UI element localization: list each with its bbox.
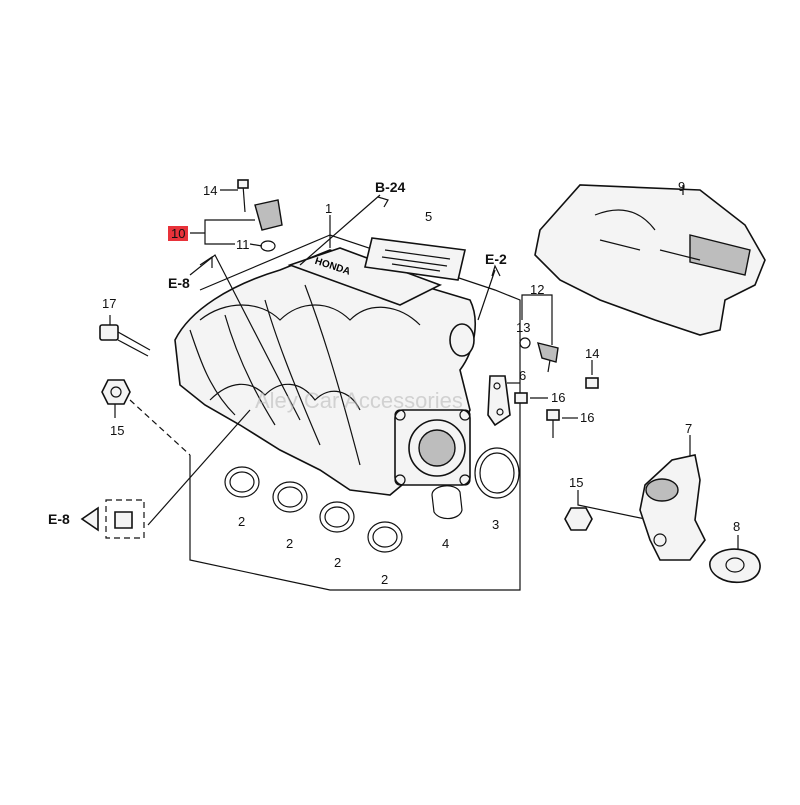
callout-13: 13 (516, 320, 531, 335)
callout-5: 5 (425, 209, 433, 224)
callout-15-right: 15 (569, 475, 584, 490)
callout-17: 17 (102, 296, 117, 311)
callout-4: 4 (442, 536, 450, 551)
washer-13 (519, 337, 531, 349)
bracket-7 (639, 454, 706, 561)
sensor-12 (537, 342, 559, 373)
gasket-frame (129, 399, 191, 456)
gasket-8 (709, 548, 761, 584)
leader-15-right (577, 490, 651, 521)
callout-16b: 16 (580, 410, 595, 425)
ref-e8-top: E-8 (168, 275, 190, 291)
nut-15-left (101, 379, 131, 405)
callout-2d: 2 (381, 572, 389, 587)
watermark-text: Aley Car Accessories (255, 388, 463, 413)
intake-manifold: HONDA (174, 247, 476, 496)
leader-e8-left (147, 409, 251, 526)
bolt-14-right (585, 377, 599, 389)
arrow-e2-icon (491, 264, 501, 277)
callout-14-top: 14 (203, 183, 218, 198)
callout-11: 11 (236, 237, 250, 252)
label-plate (364, 237, 466, 281)
leader-11 (249, 243, 263, 247)
clip-e8 (80, 499, 145, 539)
callout-2c: 2 (334, 555, 342, 570)
callout-14-right: 14 (585, 346, 600, 361)
callout-1: 1 (325, 201, 333, 216)
callout-12: 12 (530, 282, 545, 297)
ref-e2: E-2 (485, 251, 507, 267)
ref-e8-left: E-8 (48, 511, 70, 527)
callout-3: 3 (492, 517, 500, 532)
gasket-2c (319, 501, 355, 533)
gasket-2b (272, 481, 308, 513)
callout-16a: 16 (551, 390, 566, 405)
arrow-e8-top-icon (199, 255, 213, 268)
map-sensor (237, 179, 283, 252)
bolt-17 (99, 324, 151, 357)
leader-e2 (477, 269, 496, 321)
callout-2a: 2 (238, 514, 246, 529)
callout-6: 6 (519, 368, 527, 383)
bracket-6 (487, 375, 511, 427)
gasket-2a (224, 466, 260, 498)
gasket-4 (431, 485, 463, 520)
leader-b24 (299, 194, 381, 266)
leader-10 (190, 219, 255, 245)
arrow-left-icon (80, 506, 99, 532)
leader-12 (521, 294, 553, 345)
bolt-16a (514, 392, 528, 404)
callout-10-highlight: 10 (168, 226, 189, 241)
assembly-frame (189, 234, 521, 591)
callout-7: 7 (685, 421, 693, 436)
leader-e8-top (189, 254, 301, 421)
callout-8: 8 (733, 519, 741, 534)
callout-9: 9 (678, 179, 686, 194)
engine-cover (534, 184, 766, 336)
arrow-b24-icon (377, 196, 389, 208)
callout-15-left: 15 (110, 423, 125, 438)
callout-2b: 2 (286, 536, 294, 551)
bolt-16b (546, 409, 560, 438)
gasket-2d (367, 521, 403, 553)
o-ring-3 (474, 447, 520, 499)
ref-b24: B-24 (375, 179, 406, 195)
nut-15-right (564, 507, 593, 531)
